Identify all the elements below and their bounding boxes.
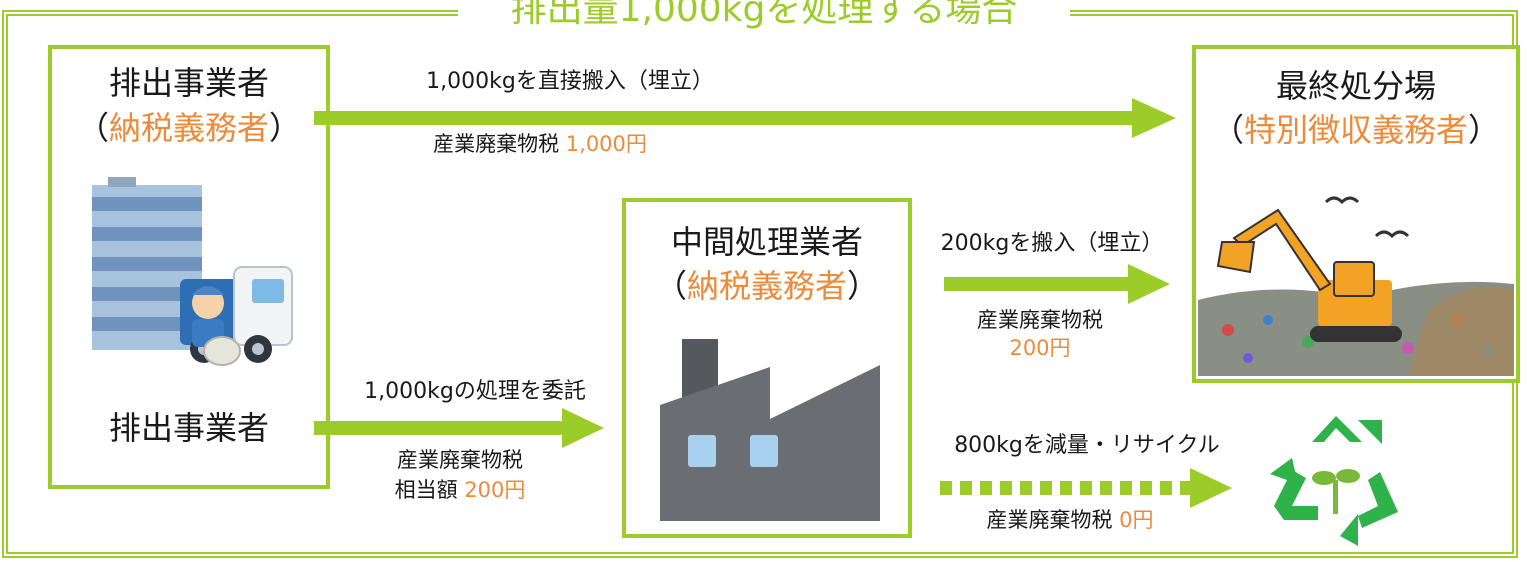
processor-name: 中間処理業者 <box>670 223 863 261</box>
recycle-icon <box>1262 402 1410 550</box>
processor-role: （納税義務者） <box>654 267 880 305</box>
landfill-role: （特別徴収義務者） <box>1211 111 1501 149</box>
office-building-garbage-truck-icon <box>82 175 312 375</box>
generator-name-bottom: 排出事業者 <box>108 409 269 447</box>
entrust-flow-tax: 相当額 200円 <box>394 478 526 502</box>
direct-flow-arrow <box>314 98 1176 138</box>
residue-flow-tax-label: 産業廃棄物税 <box>977 308 1103 332</box>
generator-name: 排出事業者 <box>108 64 269 102</box>
recycle-flow-tax: 産業廃棄物税 0円 <box>986 508 1154 532</box>
entrust-flow-arrow <box>314 408 604 448</box>
residue-flow-tax-amount: 200円 <box>1009 336 1071 360</box>
landfill-name: 最終処分場 <box>1275 67 1436 105</box>
direct-flow-label: 1,000kgを直接搬入（埋立） <box>426 69 714 94</box>
diagram-title: 排出量1,000kgを処理する場合 <box>458 0 1070 34</box>
entrust-flow-tax-label: 産業廃棄物税 <box>397 448 523 472</box>
excavator-landfill-icon <box>1198 180 1514 376</box>
generator-role: （納税義務者） <box>76 109 302 147</box>
recycle-flow-arrow <box>940 468 1232 508</box>
residue-flow-label: 200kgを搬入（埋立） <box>940 231 1164 256</box>
residue-flow-arrow <box>944 264 1170 304</box>
factory-icon <box>650 335 890 525</box>
entrust-flow-label: 1,000kgの処理を委託 <box>364 379 586 404</box>
direct-flow-tax: 産業廃棄物税 1,000円 <box>433 132 647 156</box>
recycle-flow-label: 800kgを減量・リサイクル <box>954 433 1220 458</box>
